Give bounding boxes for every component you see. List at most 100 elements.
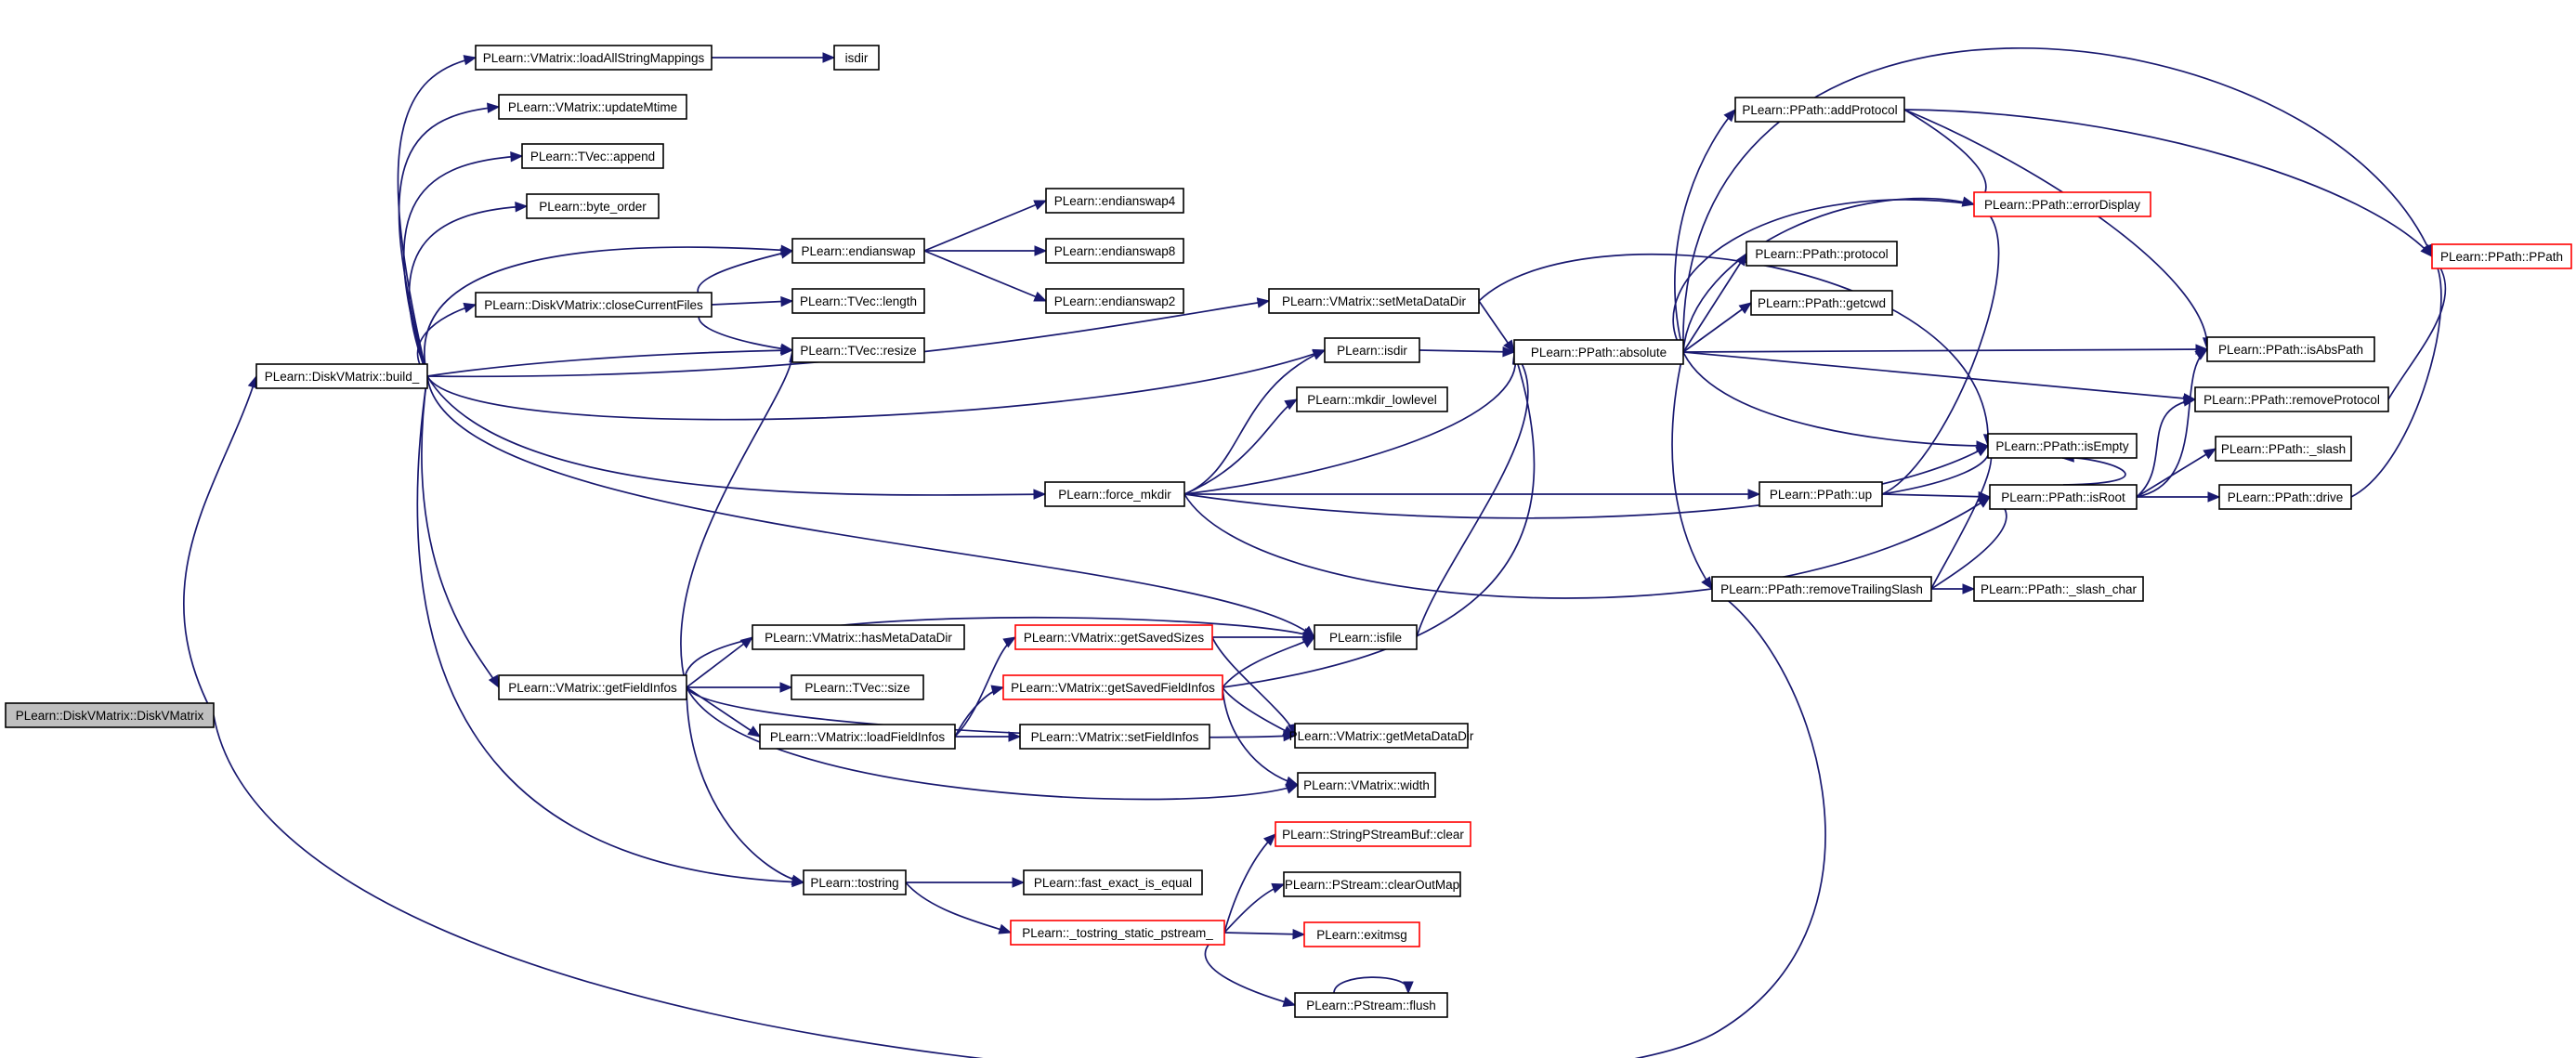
node-setFI[interactable]: PLearn::VMatrix::setFieldInfos: [1019, 724, 1210, 750]
node-updMtime[interactable]: PLearn::VMatrix::updateMtime: [498, 94, 687, 120]
node-box: [1019, 724, 1210, 750]
node-label: PLearn::TVec::length: [800, 294, 917, 308]
node-box: [1045, 238, 1184, 264]
node-box: [752, 624, 965, 650]
node-ppath[interactable]: PLearn::PPath::PPath: [2431, 243, 2572, 269]
node-rmProt[interactable]: PLearn::PPath::removeProtocol: [2194, 386, 2389, 412]
node-label: PLearn::endianswap4: [1054, 194, 1176, 208]
node-tvlength[interactable]: PLearn::TVec::length: [791, 288, 925, 314]
node-byteorder[interactable]: PLearn::byte_order: [526, 193, 660, 219]
node-label: PLearn::force_mkdir: [1058, 488, 1171, 502]
call-nodes: PLearn::DiskVMatrix::DiskVMatrixPLearn::…: [5, 45, 2572, 1018]
call-edge-absolute-to-protocol: [1682, 252, 1747, 353]
node-mkdirlow[interactable]: PLearn::mkdir_lowlevel: [1296, 386, 1448, 412]
call-edge-tsps-to-exitmsg: [1223, 928, 1306, 940]
node-isdir1[interactable]: isdir: [833, 45, 880, 71]
node-isRoot[interactable]: PLearn::PPath::isRoot: [1989, 484, 2138, 510]
node-label: PLearn::PPath::_slash: [2221, 442, 2346, 456]
node-pup[interactable]: PLearn::PPath::up: [1759, 481, 1883, 507]
node-build_[interactable]: PLearn::DiskVMatrix::build_: [255, 363, 428, 389]
node-es8[interactable]: PLearn::endianswap8: [1045, 238, 1184, 264]
node-absolute[interactable]: PLearn::PPath::absolute: [1513, 339, 1684, 365]
node-slashchar[interactable]: PLearn::PPath::_slash_char: [1973, 576, 2144, 602]
node-forcemk[interactable]: PLearn::force_mkdir: [1044, 481, 1185, 507]
node-setMeta[interactable]: PLearn::VMatrix::setMetaDataDir: [1268, 288, 1480, 314]
node-getFI[interactable]: PLearn::VMatrix::getFieldInfos: [498, 674, 687, 700]
call-edge-getSFI-to-width: [1222, 686, 1300, 787]
node-box: [1283, 871, 1461, 897]
node-label: PLearn::byte_order: [539, 200, 647, 214]
node-rmTrail[interactable]: PLearn::PPath::removeTrailingSlash: [1711, 576, 1932, 602]
node-protocol[interactable]: PLearn::PPath::protocol: [1746, 241, 1898, 267]
node-box: [1296, 386, 1448, 412]
node-errDisp[interactable]: PLearn::PPath::errorDisplay: [1973, 191, 2151, 217]
node-getMeta[interactable]: PLearn::VMatrix::getMetaDataDir: [1289, 723, 1474, 749]
node-es4[interactable]: PLearn::endianswap4: [1045, 188, 1184, 214]
node-box: [791, 238, 925, 264]
node-box: [1973, 576, 2144, 602]
call-edge-build_-to-setMeta: [426, 297, 1271, 378]
node-box: [255, 363, 428, 389]
node-exitmsg[interactable]: PLearn::exitmsg: [1303, 921, 1420, 947]
node-label: PLearn::VMatrix::getMetaDataDir: [1289, 729, 1474, 743]
node-addProt[interactable]: PLearn::PPath::addProtocol: [1734, 97, 1905, 123]
node-plisdir[interactable]: PLearn::isdir: [1324, 337, 1420, 363]
call-edge-build_-to-tvappend: [402, 150, 524, 377]
node-slash[interactable]: PLearn::PPath::_slash: [2215, 436, 2352, 462]
node-es2[interactable]: PLearn::endianswap2: [1045, 288, 1184, 314]
node-box: [526, 193, 660, 219]
node-getcwd[interactable]: PLearn::PPath::getcwd: [1750, 290, 1893, 316]
node-box: [791, 337, 925, 363]
node-disk_ctor[interactable]: PLearn::DiskVMatrix::DiskVMatrix: [5, 702, 215, 728]
call-edge-getFI-to-width: [686, 686, 1300, 801]
node-label: PLearn::endianswap8: [1054, 244, 1176, 258]
call-edge-drive-to-ppath: [2350, 255, 2444, 498]
call-edge-getSFI-to-isfile: [1222, 636, 1316, 688]
node-isfile[interactable]: PLearn::isfile: [1314, 624, 1418, 650]
node-box: [475, 292, 713, 318]
call-edge-loadFI-to-getSFI: [954, 685, 1005, 738]
node-label: PLearn::PPath::isEmpty: [1995, 439, 2129, 453]
node-label: PLearn::isdir: [1337, 344, 1407, 358]
node-tsps[interactable]: PLearn::_tostring_static_pstream_: [1010, 920, 1225, 946]
node-closeCur[interactable]: PLearn::DiskVMatrix::closeCurrentFiles: [475, 292, 713, 318]
node-box: [498, 674, 687, 700]
node-getSS[interactable]: PLearn::VMatrix::getSavedSizes: [1014, 624, 1213, 650]
node-isAbs[interactable]: PLearn::PPath::isAbsPath: [2206, 336, 2375, 362]
node-label: PLearn::PPath::removeTrailingSlash: [1720, 582, 1923, 596]
node-label: PLearn::TVec::resize: [800, 344, 916, 358]
node-label: isdir: [845, 51, 869, 65]
node-loadAll[interactable]: PLearn::VMatrix::loadAllStringMappings: [475, 45, 713, 71]
node-label: PLearn::PPath::PPath: [2440, 250, 2563, 264]
node-endianswap[interactable]: PLearn::endianswap: [791, 238, 925, 264]
node-label: PLearn::DiskVMatrix::closeCurrentFiles: [484, 298, 703, 312]
call-edge-getSS-to-isfile: [1212, 632, 1316, 643]
node-label: PLearn::PPath::drive: [2228, 490, 2344, 504]
node-spsbclear[interactable]: PLearn::StringPStreamBuf::clear: [1275, 821, 1471, 847]
node-box: [1275, 821, 1471, 847]
node-box: [1294, 723, 1469, 749]
node-label: PLearn::TVec::append: [530, 150, 655, 163]
call-edge-isRoot-to-drive: [2137, 491, 2221, 503]
node-getSFI[interactable]: PLearn::VMatrix::getSavedFieldInfos: [1002, 674, 1223, 700]
call-edge-disk_ctor-to-rmTrail: [213, 588, 1826, 1058]
node-clearOut[interactable]: PLearn::PStream::clearOutMap: [1283, 871, 1461, 897]
node-tvsize[interactable]: PLearn::TVec::size: [791, 674, 924, 700]
node-isEmpty[interactable]: PLearn::PPath::isEmpty: [1987, 433, 2138, 459]
node-hasMeta[interactable]: PLearn::VMatrix::hasMetaDataDir: [752, 624, 965, 650]
node-box: [498, 94, 687, 120]
node-tvappend[interactable]: PLearn::TVec::append: [521, 143, 664, 169]
node-label: PLearn::PPath::isAbsPath: [2218, 343, 2363, 357]
node-tvresize[interactable]: PLearn::TVec::resize: [791, 337, 925, 363]
node-width[interactable]: PLearn::VMatrix::width: [1297, 772, 1436, 798]
node-tostring[interactable]: PLearn::tostring: [803, 869, 907, 895]
node-label: PLearn::PStream::clearOutMap: [1285, 878, 1459, 892]
node-drive[interactable]: PLearn::PPath::drive: [2218, 484, 2352, 510]
node-flush[interactable]: PLearn::PStream::flush: [1294, 992, 1448, 1018]
node-loadFI[interactable]: PLearn::VMatrix::loadFieldInfos: [759, 724, 956, 750]
node-box: [1045, 188, 1184, 214]
node-fastEq[interactable]: PLearn::fast_exact_is_equal: [1023, 869, 1203, 895]
node-label: PLearn::StringPStreamBuf::clear: [1282, 828, 1464, 842]
call-edge-loadFI-to-setFI: [955, 731, 1022, 742]
node-label: PLearn::exitmsg: [1316, 928, 1407, 942]
